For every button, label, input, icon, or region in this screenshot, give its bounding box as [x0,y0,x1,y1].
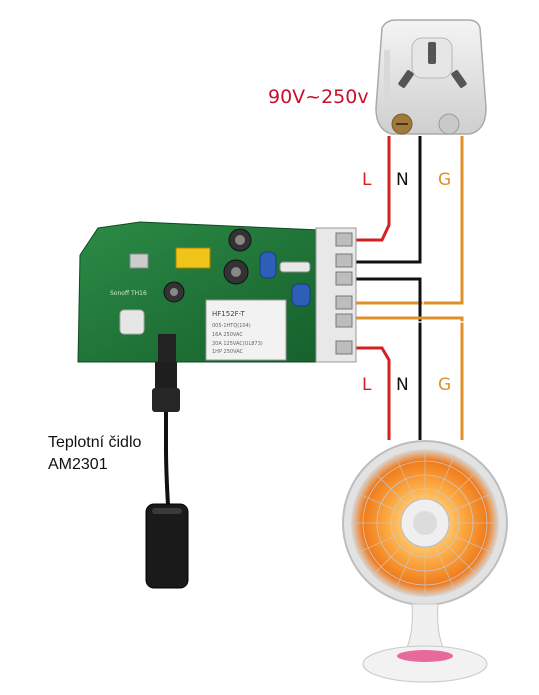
power-plug [375,19,487,135]
bottom-wires [348,274,466,440]
live-wire-bottom [348,346,391,440]
wire-label-neutral-top: N [396,170,409,190]
transformer [175,247,211,269]
heater-base [362,645,488,683]
sensor-body [145,503,189,589]
wire-label-ground-top: G [438,170,452,190]
ground-wire-top [348,136,464,305]
svg-text:005-1HTQ(104): 005-1HTQ(104) [212,323,251,329]
top-wires [348,136,464,305]
sensor-label-line1: Teplotní čidlo [48,434,142,451]
ground-wire-bottom [348,316,464,440]
wire-label-ground-bottom: G [438,375,452,395]
wire-label-neutral-bottom: N [396,375,409,395]
neutral-wire-bottom [348,277,422,440]
svg-text:20A 125VAC(UL873): 20A 125VAC(UL873) [212,341,263,347]
live-wire-top [348,136,391,242]
terminal-block [315,227,357,363]
am2301-sensor [145,362,189,589]
voltage-label: 90V~250v [268,86,369,108]
heater [342,440,508,683]
wire-label-live-top: L [362,170,372,190]
sensor-label-line2: AM2301 [48,456,108,473]
svg-text:16A 250VAC: 16A 250VAC [212,332,243,338]
board-brand-text: Sonoff TH16 [110,290,147,297]
relay [205,299,287,361]
svg-text:1HP 250VAC: 1HP 250VAC [212,349,244,355]
relay-line-1: HF152F-T [212,310,246,318]
sonoff-board: HF152F-T 005-1HTQ(104) 16A 250VAC 20A 12… [77,221,357,363]
sensor-label: Teplotní čidlo AM2301 [48,432,141,476]
wire-label-live-bottom: L [362,375,372,395]
neutral-wire-top [348,136,422,264]
